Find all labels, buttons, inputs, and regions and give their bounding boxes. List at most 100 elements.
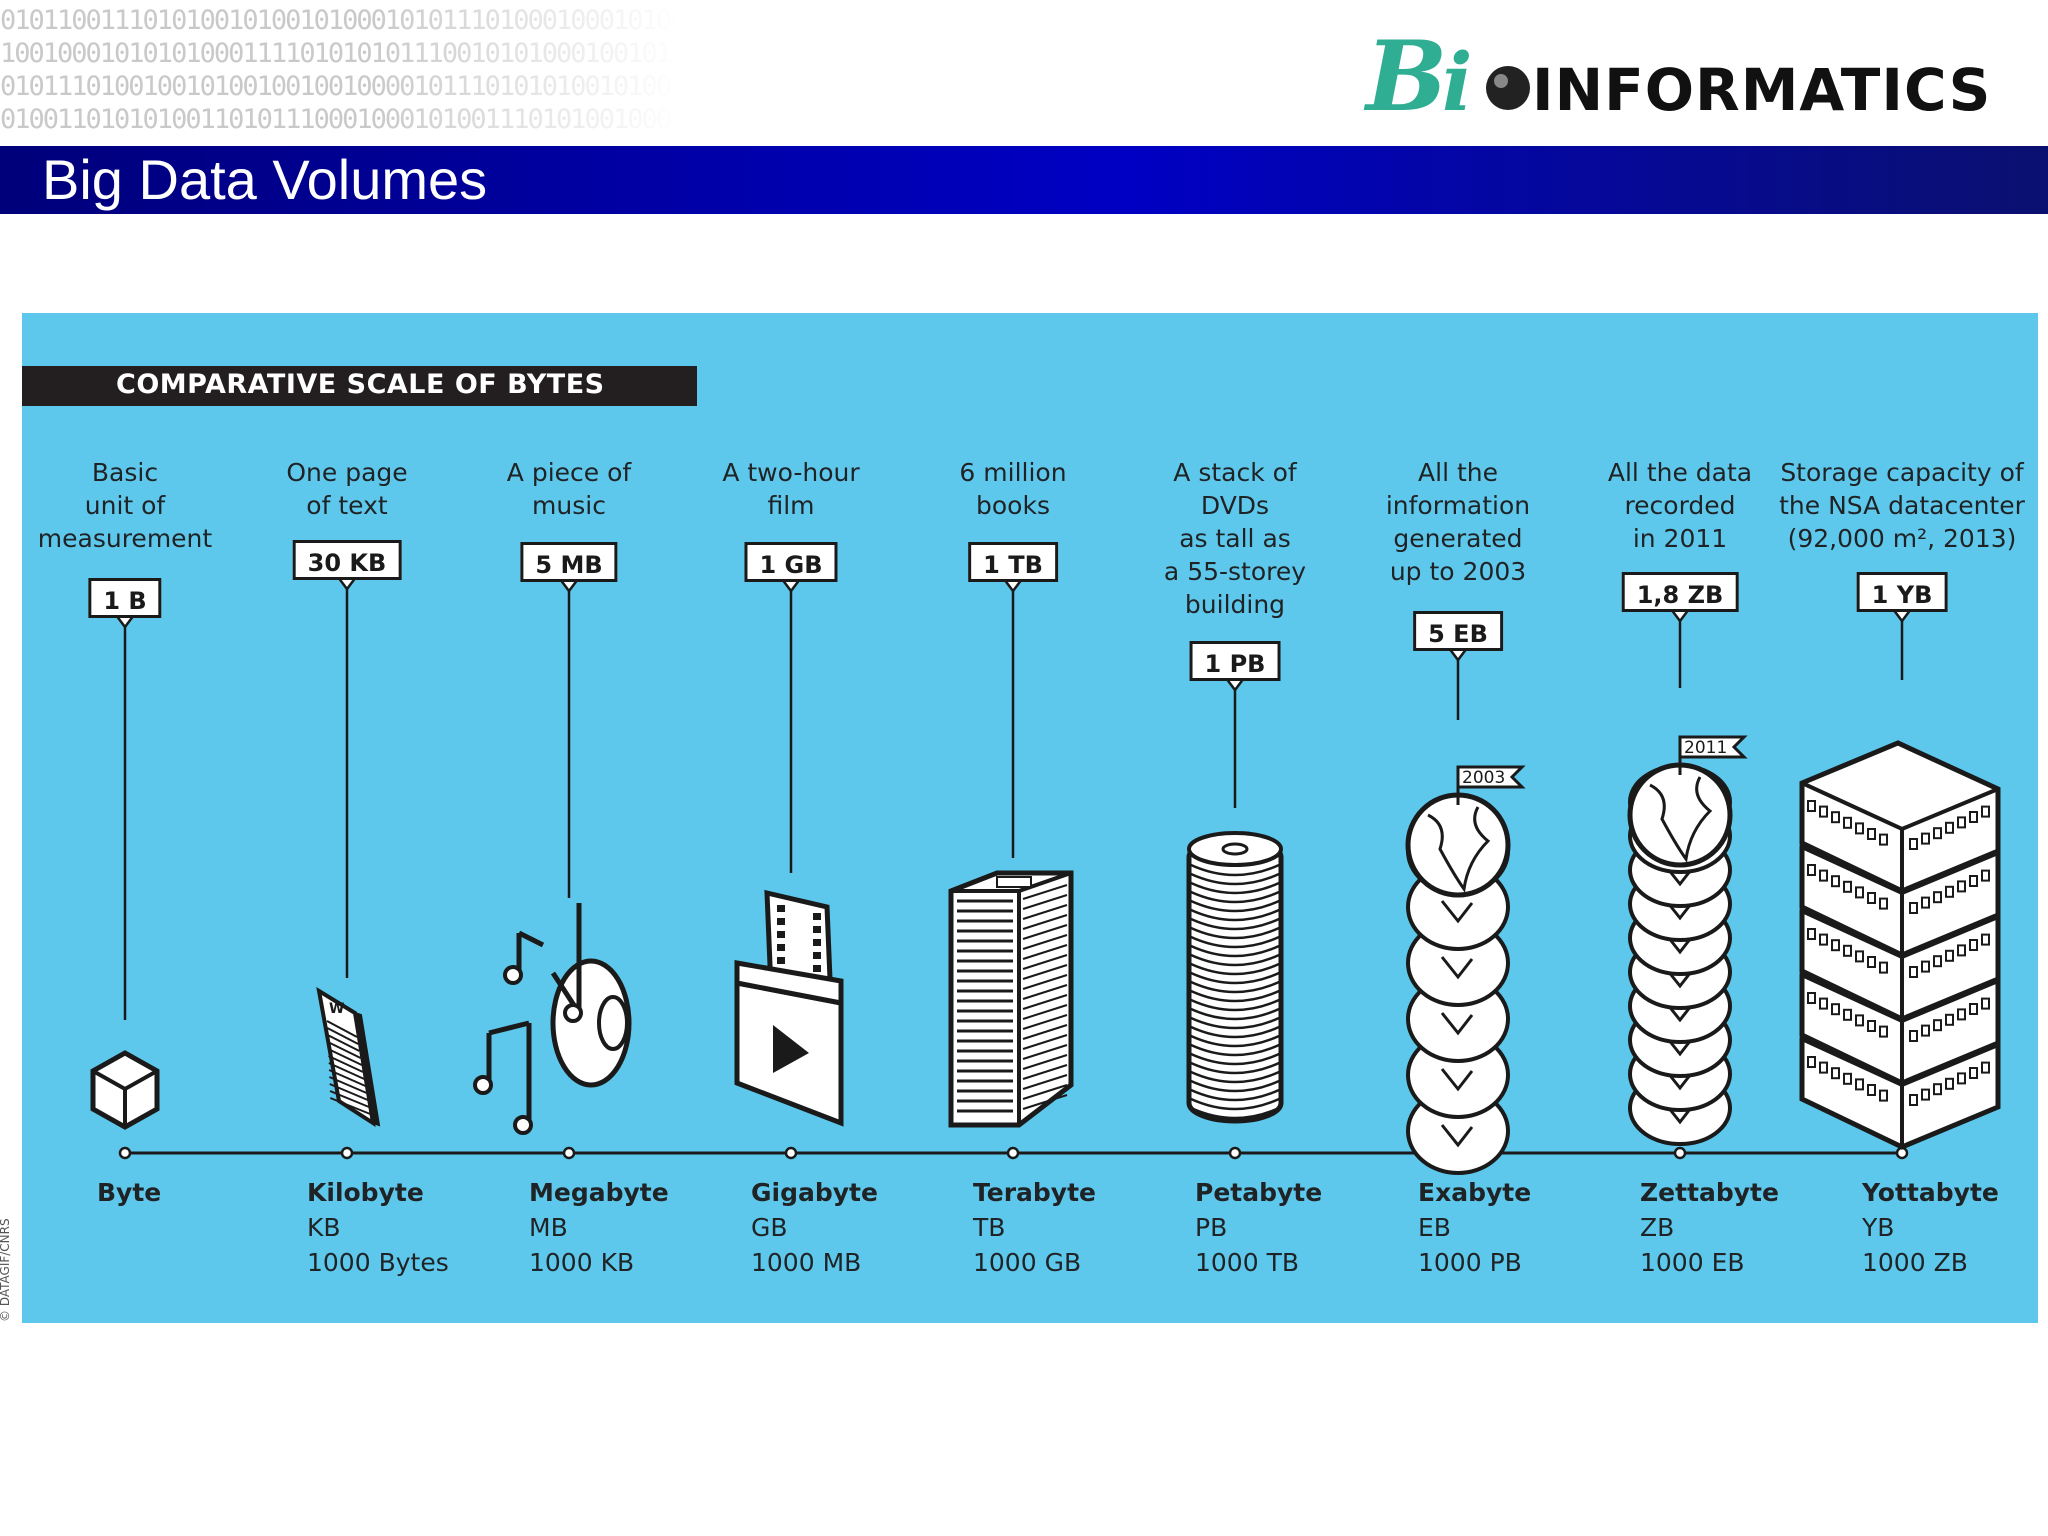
unit-size: 1000 KB (529, 1248, 635, 1277)
description-line: generated (1393, 524, 1523, 553)
unit-description: One page of text (227, 456, 467, 522)
unit-name: Byte (97, 1178, 162, 1207)
description-line: film (767, 491, 815, 520)
description-line: music (532, 491, 606, 520)
slide-title-bar: Big Data Volumes (0, 146, 2048, 214)
amount-label: 30 KB (292, 540, 402, 580)
document-page-icon: W (316, 986, 381, 1128)
binary-line: 0101100111010100101001010001010111010001… (0, 5, 680, 36)
svg-text:B: B (1363, 22, 1447, 132)
unit-size: 1000 MB (751, 1248, 862, 1277)
svg-text:W: W (329, 1001, 344, 1017)
unit-name: Exabyte (1418, 1178, 1532, 1207)
unit-abbreviation: EB (1418, 1213, 1451, 1242)
unit-name: Petabyte (1195, 1178, 1323, 1207)
description-line: in 2011 (1632, 524, 1728, 553)
axis-dot (340, 1146, 354, 1160)
description-line: 6 million (959, 458, 1067, 487)
unit-description: Basic unit of measurement (5, 456, 245, 555)
binary-background: 0101100111010100101001010001010111010001… (0, 4, 680, 139)
description-line: up to 2003 (1389, 557, 1527, 586)
unit-name: Terabyte (973, 1178, 1096, 1207)
dvd-stack-icon (1186, 831, 1284, 1124)
unit-abbreviation: MB (529, 1213, 568, 1242)
unit-terabyte (948, 577, 1074, 1160)
axis-dot (118, 1146, 132, 1160)
unit-size: 1000 EB (1640, 1248, 1745, 1277)
description-line: Basic (91, 458, 159, 487)
description-line: measurement (37, 524, 213, 553)
axis-dot (562, 1146, 576, 1160)
unit-petabyte (1186, 676, 1284, 1160)
film-reel-clapper-icon (734, 889, 844, 1127)
amount-label: 1 GB (744, 542, 838, 582)
unit-abbreviation: YB (1862, 1213, 1895, 1242)
unit-size: 1000 PB (1418, 1248, 1522, 1277)
year-flag-label: 2011 (1684, 738, 1727, 758)
unit-abbreviation: KB (307, 1213, 341, 1242)
description-line: as tall as (1179, 524, 1291, 553)
description-line: All the (1418, 458, 1498, 487)
unit-abbreviation: ZB (1640, 1213, 1675, 1242)
datacenter-building-icon (1799, 740, 2001, 1150)
description-line: of text (306, 491, 388, 520)
globe-tall-stack-icon: 2011 (1627, 735, 1748, 1146)
svg-text:i: i (1442, 35, 1472, 129)
unit-name: Megabyte (529, 1178, 669, 1207)
axis-dot (1673, 1146, 1687, 1160)
description-line: a 55-storey (1163, 557, 1307, 586)
unit-megabyte (473, 577, 632, 1160)
music-notes-speaker-icon (473, 903, 632, 1135)
axis-dot (1228, 1146, 1242, 1160)
cube-icon (90, 1050, 160, 1130)
scale-diagram: W 2003 2011 (90, 575, 2001, 1175)
unit-description: All the information generated up to 2003 (1338, 456, 1578, 588)
unit-size: 1000 TB (1195, 1248, 1299, 1277)
description-line: All the data (1607, 458, 1753, 487)
description-line: information (1385, 491, 1531, 520)
year-flag-label: 2003 (1462, 768, 1505, 788)
bioinformatics-logo: B i INFORMATICS (1363, 22, 1991, 132)
binary-line: 0101110100100101001001001000010111010101… (0, 71, 680, 102)
amount-label: 5 EB (1413, 611, 1503, 651)
description-line: building (1184, 590, 1286, 619)
description-line: recorded (1624, 491, 1736, 520)
axis-dot (1006, 1146, 1020, 1160)
description-line: DVDs (1200, 491, 1270, 520)
amount-label: 5 MB (520, 542, 618, 582)
globe-stack-icon: 2003 (1405, 765, 1526, 1175)
amount-label: 1 B (88, 578, 162, 618)
description-line: unit of (84, 491, 166, 520)
slide-title: Big Data Volumes (42, 148, 488, 211)
amount-label: 1 YB (1856, 572, 1948, 612)
image-credit: © DATAGIF/CNRS (0, 1218, 12, 1322)
unit-name: Kilobyte (307, 1178, 424, 1207)
unit-gigabyte (734, 577, 844, 1160)
unit-byte (90, 613, 160, 1160)
unit-description: All the data recorded in 2011 (1560, 456, 1800, 555)
unit-abbreviation: GB (751, 1213, 788, 1242)
unit-abbreviation: PB (1195, 1213, 1228, 1242)
unit-description: A stack of DVDs as tall as a 55-storey build… (1115, 456, 1355, 621)
description-line: A piece of (506, 458, 632, 487)
unit-name: Zettabyte (1640, 1178, 1779, 1207)
unit-name: Gigabyte (751, 1178, 878, 1207)
unit-name: Yottabyte (1862, 1178, 1999, 1207)
unit-size: 1000 ZB (1862, 1248, 1968, 1277)
description-line: A stack of (1173, 458, 1297, 487)
comparative-scale-panel: COMPARATIVE SCALE OF BYTES W 2003 2011 Bas… (22, 313, 2038, 1323)
unit-description: A piece of music (449, 456, 689, 522)
description-line: One page (286, 458, 408, 487)
panel-heading-bar: COMPARATIVE SCALE OF BYTES (22, 366, 697, 406)
unit-size: 1000 Bytes (307, 1248, 449, 1277)
panel-heading: COMPARATIVE SCALE OF BYTES (116, 369, 605, 400)
svg-text:INFORMATICS: INFORMATICS (1532, 56, 1991, 124)
binary-line: 1001000101010100011110101010111001010100… (0, 38, 680, 69)
amount-label: 1,8 ZB (1621, 572, 1739, 612)
description-line: (92,000 m², 2013) (1787, 524, 2017, 553)
binary-line: 0100110101010011010111000100010100111010… (0, 104, 680, 135)
amount-label: 1 TB (968, 542, 1058, 582)
